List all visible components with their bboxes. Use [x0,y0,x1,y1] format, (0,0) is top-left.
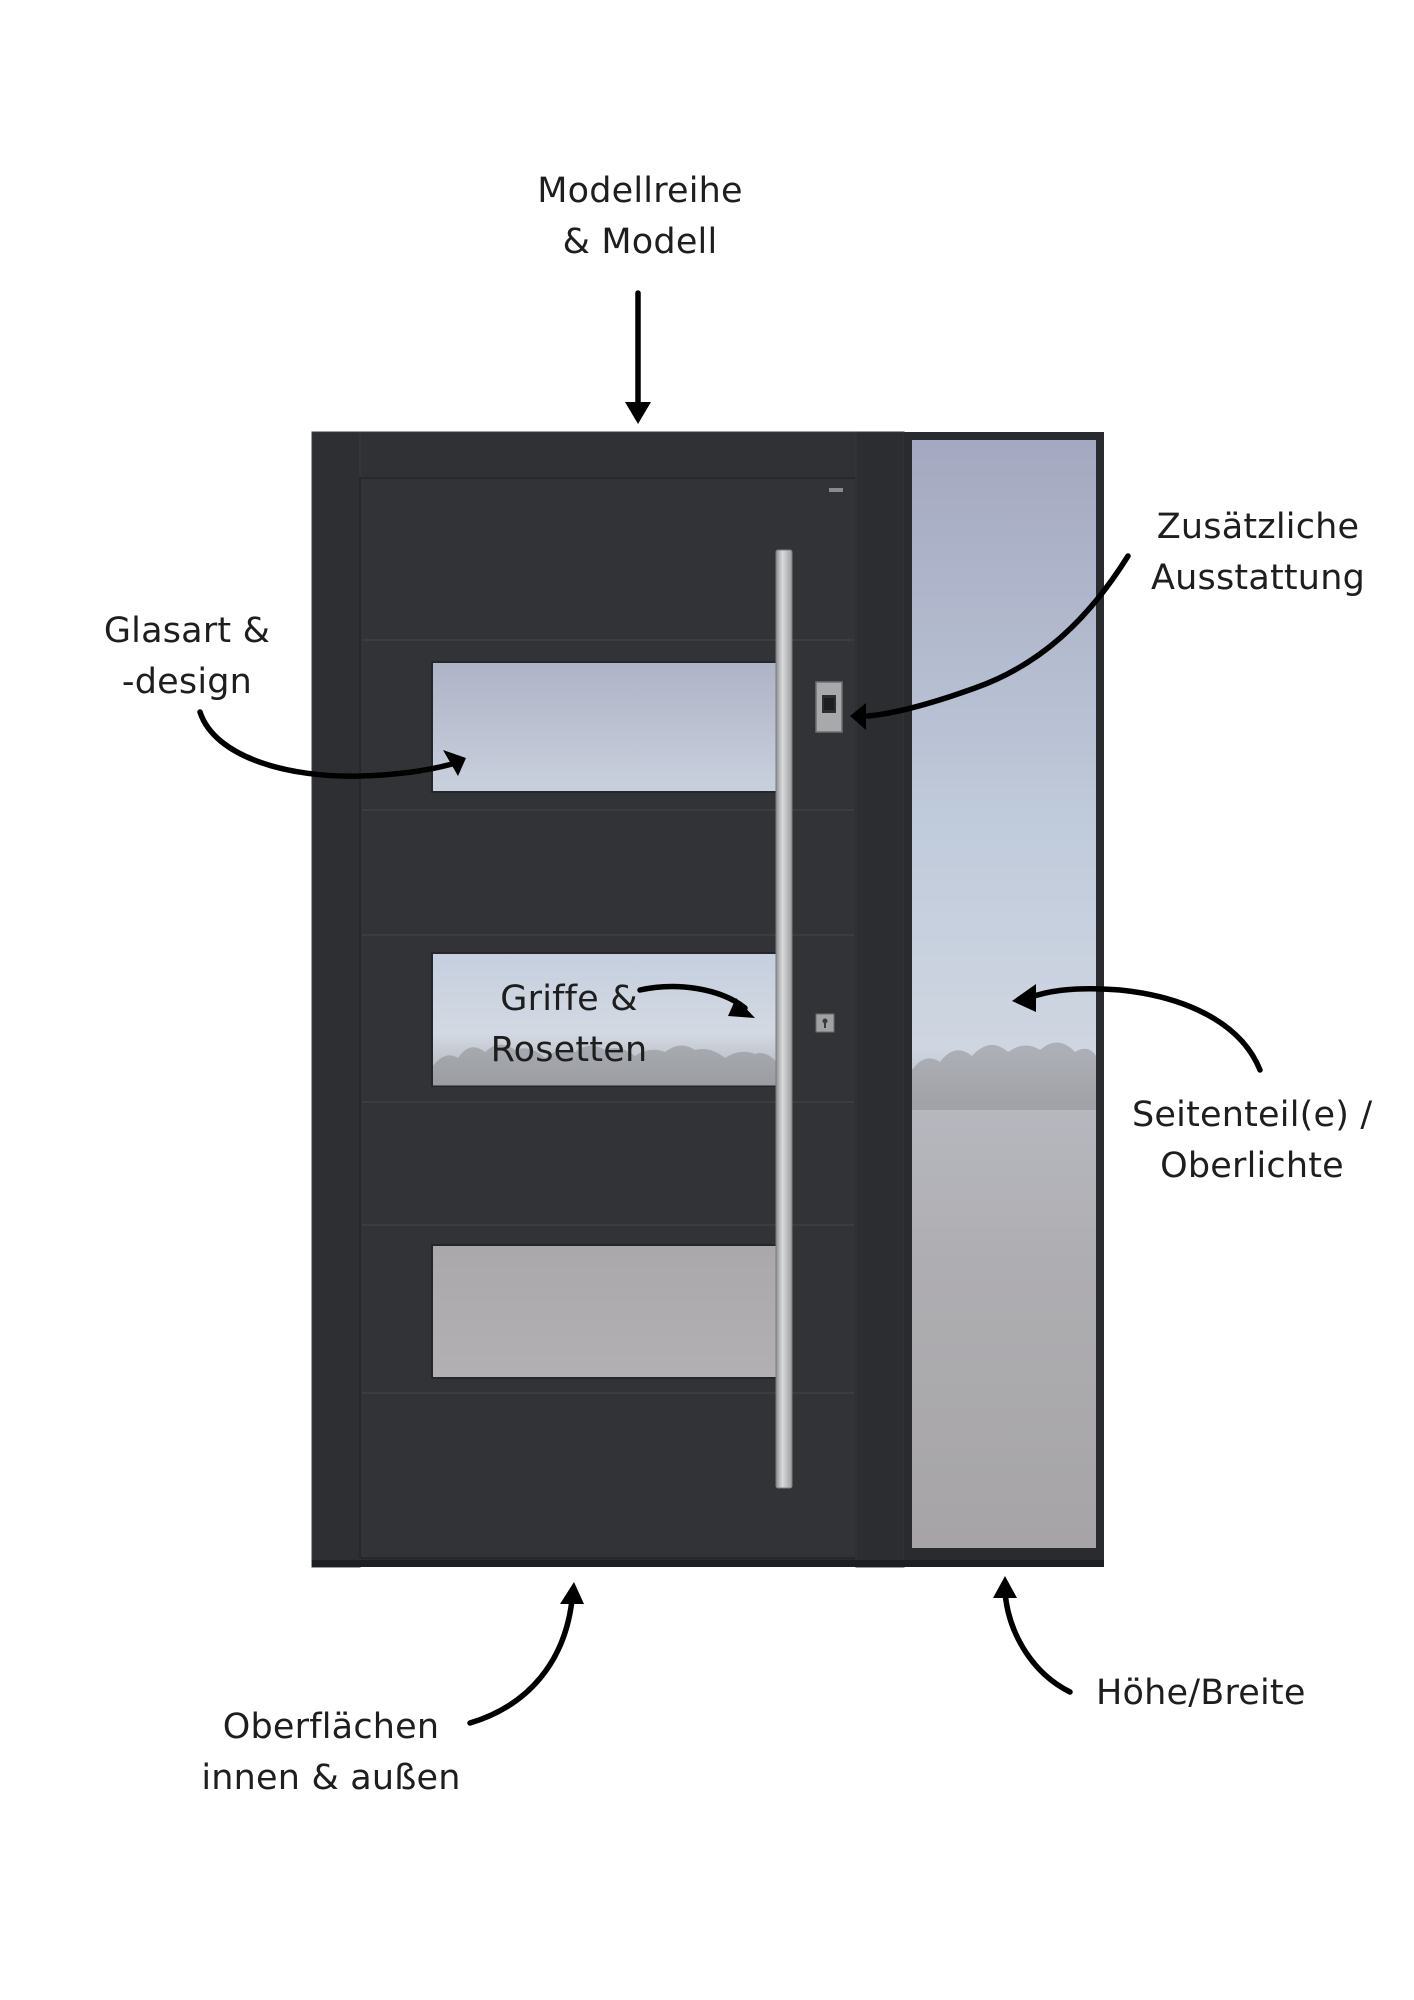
arrow-modell-head [625,402,651,424]
arrow-hoehe [1002,1589,1073,1695]
label-oberflaechen-line2: innen & außen [201,1758,461,1798]
sidelight-glass [912,440,1096,1548]
label-modellreihe-line1: Modellreihe [537,171,743,211]
fingerprint-reader-icon [815,681,843,733]
threshold [312,1560,1104,1567]
label-oberflaechen: Oberflächen innen & außen [186,1702,476,1804]
label-seitenteil-line1: Seitenteil(e) / [1132,1095,1373,1135]
label-zusatz-line1: Zusätzliche [1156,507,1360,547]
door-glass-top [431,661,779,793]
label-seitenteil-line2: Oberlichte [1160,1146,1344,1186]
label-glasart-line1: Glasart & [103,611,271,651]
label-griffe: Griffe & Rosetten [484,974,654,1076]
label-modellreihe: Modellreihe & Modell [520,166,760,268]
door-glass-bottom [431,1244,779,1379]
label-zusaetzliche-ausstattung: Zusätzliche Ausstattung [1138,502,1378,604]
arrow-zusatz-head [850,703,866,730]
curved-arrow-icon [197,290,1263,1726]
arrow-oberflaechen [467,1597,575,1726]
label-griffe-line1: Griffe & [500,979,638,1019]
arrow-zusatz [865,553,1131,719]
sidelight-trees [912,1042,1096,1110]
label-oberflaechen-line1: Oberflächen [222,1707,440,1747]
label-seitenteil: Seitenteil(e) / Oberlichte [1132,1090,1372,1192]
arrow-seitenteil [1025,985,1263,1073]
arrow-seitenteil-head [1012,984,1036,1012]
door-top-rail [359,431,857,479]
label-modellreihe-line2: & Modell [562,222,718,262]
bar-handle [775,549,793,1489]
label-griffe-line2: Rosetten [490,1030,648,1070]
label-hoehe-line1: Höhe/Breite [1096,1673,1306,1713]
keyhole-icon [815,1013,835,1033]
arrow-glasart [197,709,455,779]
arrow-oberflaechen-head [560,1582,584,1604]
label-hoehe-breite: Höhe/Breite [1096,1668,1336,1719]
lock-stile [855,431,905,1568]
door-left-stile [311,431,361,1568]
label-glasart-line2: -design [121,662,253,702]
door-glass-middle-trees [433,1044,777,1086]
label-glasart: Glasart & -design [92,606,282,708]
label-zusatz-line2: Ausstattung [1151,558,1365,598]
arrow-hoehe-head [993,1576,1017,1598]
brand-badge [829,488,843,492]
arrow-glasart-head [443,750,466,776]
arrow-griffe-head [728,998,755,1018]
panel-grooves [362,639,854,1394]
